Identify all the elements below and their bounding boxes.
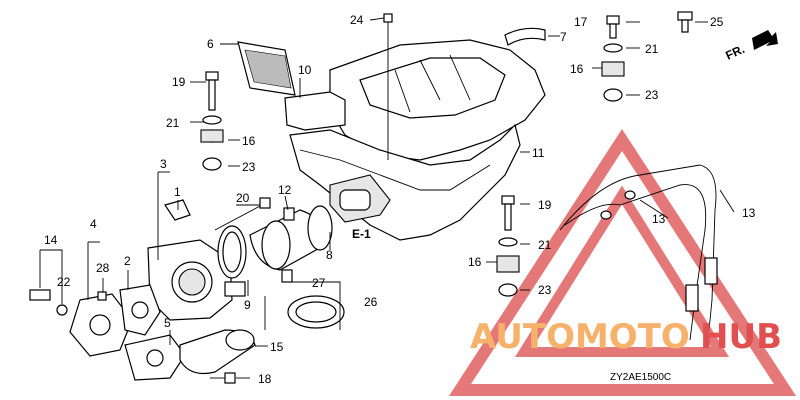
callout: 22 [57,275,71,289]
callout: 25 [710,15,724,29]
callout: 19 [172,75,186,89]
watermark-text: AUTOMOTO HUB [470,317,782,357]
callout: 2 [124,254,131,268]
callout: 24 [350,13,364,27]
watermark-text-automoto: AUTOMOTO [470,317,690,357]
callout: 8 [326,248,333,262]
leader-lines [39,17,735,379]
callout: 1 [174,185,181,199]
callout: 14 [44,233,58,247]
callout: 20 [236,191,250,205]
callout: 17 [574,15,588,29]
callout: 21 [538,238,552,252]
callout: 26 [364,295,378,309]
bolt-20 [214,197,271,231]
callout: 4 [90,217,97,231]
callout: 11 [532,146,545,160]
insulator-parts [69,284,186,381]
mount-stack-top-right [601,15,625,102]
bolt-18 [210,372,236,384]
front-direction-arrow-icon [752,30,778,50]
watermark-logo [448,128,797,396]
callout: 9 [244,298,251,312]
callout: 3 [160,157,167,171]
callout: 21 [166,116,180,130]
intake-tube [217,205,333,279]
air-cleaner-housing [284,27,546,241]
callout: 19 [538,198,552,212]
bolt-25 [677,11,693,33]
callout: 16 [468,255,482,269]
callout-labels: 24 7 17 25 6 10 21 19 16 23 21 16 23 3 1… [44,13,756,386]
callout: 18 [258,372,272,386]
callout: 27 [312,276,326,290]
drawing-code: ZY2AE1500C [610,372,671,383]
callout: 23 [538,283,552,297]
filter-element [237,41,296,96]
throttle-cables [559,164,718,341]
direction-label: FR. [723,42,746,63]
callout: 28 [96,261,110,275]
callout: 16 [242,134,256,148]
watermark-text-hub: HUB [700,317,782,357]
callout: 13 [652,212,666,226]
callout: 12 [278,183,292,197]
callout: 13 [742,206,756,220]
callout: 5 [164,316,171,330]
callout: E-1 [352,227,371,241]
callout: 15 [270,340,284,354]
intake-boot-15 [179,329,256,375]
callout: 16 [570,62,584,76]
clamp-26 [281,269,345,329]
sensor-14 [29,289,107,316]
callout: 6 [207,37,214,51]
mount-stack-left [200,71,224,171]
callout: 23 [242,160,256,174]
mount-stack-right [496,195,520,297]
throttle-body [147,199,246,321]
callout: 23 [645,88,659,102]
callout: 10 [298,63,312,77]
callout: 7 [560,30,567,44]
callout: 21 [645,42,659,56]
